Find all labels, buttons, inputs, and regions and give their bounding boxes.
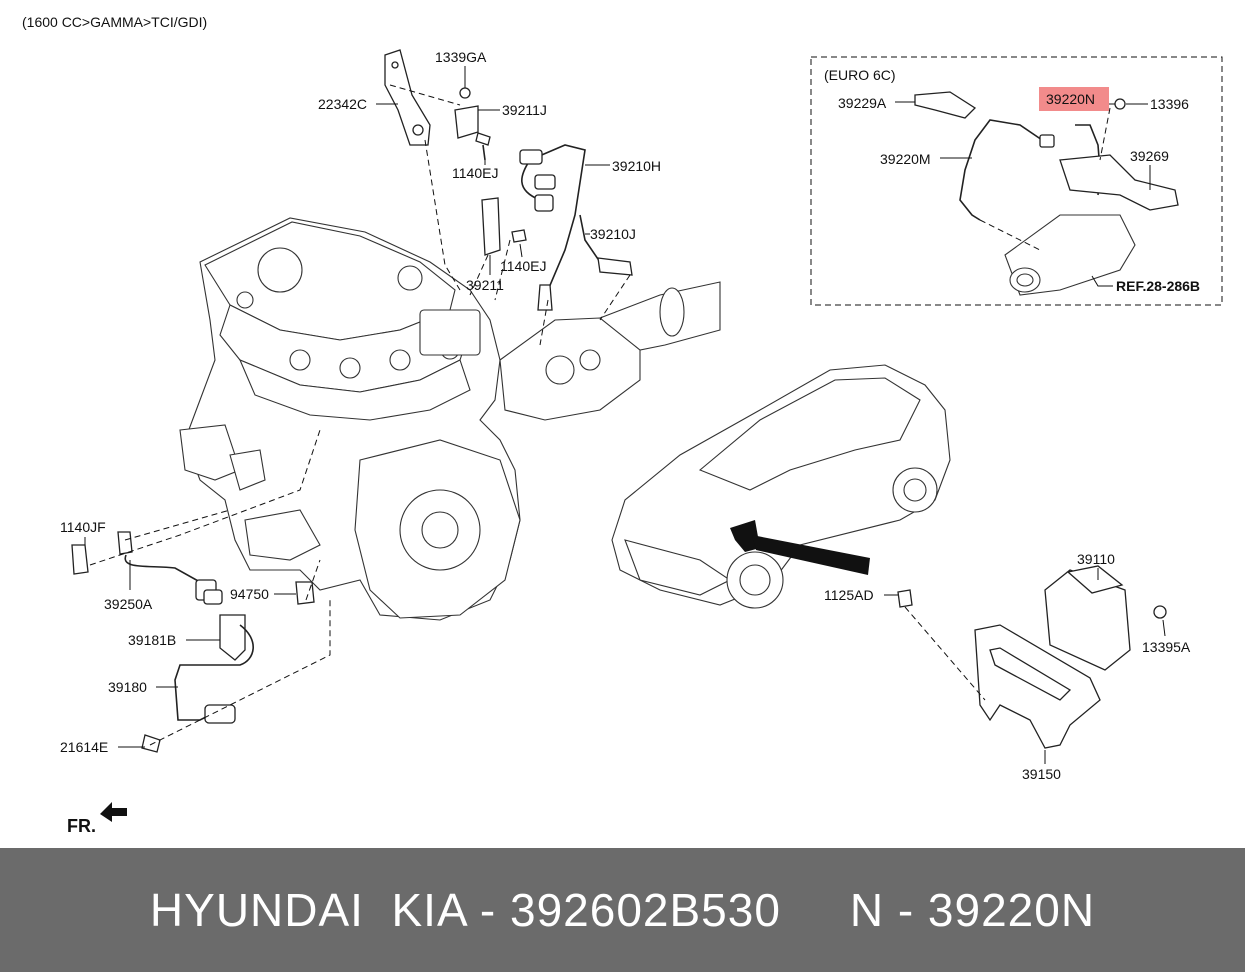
- callout-1140jf: 1140JF: [60, 519, 106, 535]
- bracket-39211: [481, 197, 501, 256]
- callout-1140ej-lower: 1140EJ: [500, 258, 546, 274]
- bracket-39150: [974, 624, 1101, 749]
- inset-label: (EURO 6C): [824, 67, 896, 83]
- exhaust-catalyst-illustration: [499, 281, 721, 421]
- part-number-text: HYUNDAI KIA - 392602B530 N - 39220N: [149, 884, 1096, 936]
- callout-39269: 39269: [1130, 148, 1169, 164]
- callout-21614e: 21614E: [60, 739, 108, 755]
- highlight-box: [1039, 87, 1109, 111]
- ref-label: REF.28-286B: [1116, 278, 1200, 294]
- callout-39110: 39110: [1077, 551, 1115, 567]
- knock-sensor-39250a: [71, 531, 223, 605]
- callout-39181b: 39181B: [128, 632, 176, 648]
- bolt-1140ej-upper: [475, 132, 491, 161]
- callout-13395a: 13395A: [1142, 639, 1191, 655]
- callout-39211j: 39211J: [502, 102, 547, 118]
- front-label: FR.: [67, 816, 96, 836]
- euro6c-inset: (EURO 6C) REF.28-286B: [810, 56, 1223, 306]
- callout-94750: 94750: [230, 586, 269, 602]
- callout-13396: 13396: [1150, 96, 1189, 112]
- callout-39220n: 39220N: [1046, 91, 1095, 107]
- oxygen-sensor-upper: [519, 144, 633, 311]
- callout-39229a: 39229A: [838, 95, 887, 111]
- callout-39180: 39180: [108, 679, 147, 695]
- callout-39150: 39150: [1022, 766, 1061, 782]
- part-number-banner: HYUNDAI KIA - 392602B530 N - 39220N: [0, 848, 1245, 972]
- front-arrow-icon: [100, 802, 127, 822]
- callout-labels: 1339GA 22342C 39211J 1140EJ 39210H 39210…: [60, 49, 1191, 782]
- callout-22342c: 22342C: [318, 96, 367, 112]
- leader-lines: [84, 66, 1166, 764]
- callout-39210j: 39210J: [590, 226, 636, 242]
- callout-39220m: 39220M: [880, 151, 931, 167]
- diagram-title: (1600 CC>GAMMA>TCI/GDI): [22, 14, 207, 30]
- callout-1125ad: 1125AD: [824, 587, 874, 603]
- callout-39210h: 39210H: [612, 158, 661, 174]
- callout-39250a: 39250A: [104, 596, 153, 612]
- callout-1339ga: 1339GA: [435, 49, 487, 65]
- front-direction-indicator: FR.: [67, 802, 127, 836]
- crank-sensor-39180: [141, 614, 254, 753]
- callout-39211: 39211: [466, 277, 504, 293]
- ecu-39110: [897, 565, 1167, 671]
- callout-1140ej-upper: 1140EJ: [452, 165, 498, 181]
- car-illustration: [611, 364, 951, 609]
- assembly-lines: [89, 84, 1111, 746]
- nut-1339ga: [459, 87, 471, 99]
- parts-diagram: (1600 CC>GAMMA>TCI/GDI): [22, 14, 1223, 836]
- engine-block-illustration: [179, 217, 521, 621]
- bracket-22342c: [384, 49, 431, 146]
- sensor-94750: [295, 581, 315, 605]
- bracket-39211j: [454, 105, 479, 139]
- bolt-1140ej-lower: [511, 229, 527, 243]
